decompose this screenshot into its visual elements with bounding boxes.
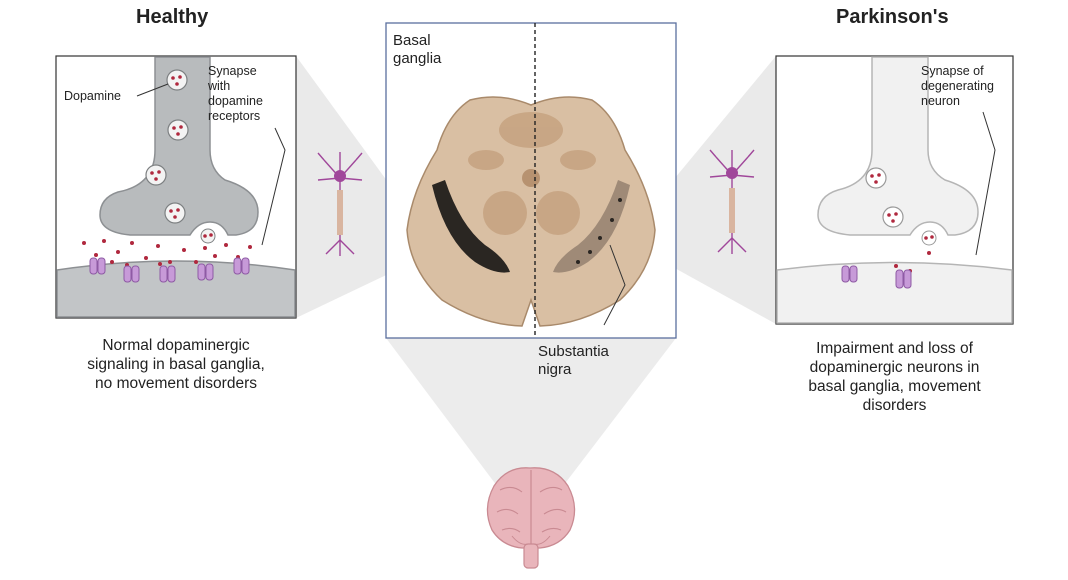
healthy-synapse-panel xyxy=(55,55,297,319)
receptor xyxy=(89,257,106,275)
dopamine-label: Dopamine xyxy=(64,89,121,103)
receptor xyxy=(159,265,176,283)
vesicle xyxy=(882,206,904,228)
healthy-title: Healthy xyxy=(136,6,209,28)
vesicle xyxy=(164,202,186,224)
degenerating-synapse-leader-line xyxy=(975,111,996,256)
basal-ganglia-panel xyxy=(385,22,677,339)
released-dopamine-dots xyxy=(82,239,252,267)
substantia-nigra-label: Substantia nigra xyxy=(538,343,609,378)
parkinsons-vesicles xyxy=(865,167,937,246)
receptor xyxy=(895,269,912,289)
basal-ganglia-label: Basal ganglia xyxy=(393,32,442,67)
receptor xyxy=(233,257,250,275)
receptor xyxy=(841,265,858,283)
healthy-neuron-icon xyxy=(317,152,363,256)
parkinsons-neuron-icon xyxy=(709,149,755,254)
parkinsons-presynaptic-terminal xyxy=(817,56,979,236)
parkinsons-caption: Impairment and loss of dopaminergic neur… xyxy=(808,340,981,414)
inner-structures xyxy=(468,112,596,235)
brain-illustration xyxy=(486,467,576,569)
parkinsons-receptors xyxy=(841,265,912,289)
vesicle xyxy=(167,119,189,141)
vesicle xyxy=(145,164,167,186)
parkinsons-title: Parkinson's xyxy=(836,6,949,28)
fusing-vesicle xyxy=(200,228,216,244)
healthy-synapse-label: Synapse with dopamine receptors xyxy=(208,64,263,123)
projection-cone-bottom xyxy=(386,338,676,490)
parkinsons-synapse-panel xyxy=(775,55,1014,325)
healthy-presynaptic-terminal xyxy=(99,56,259,236)
receptor xyxy=(197,263,214,281)
dopamine-leader-line xyxy=(136,83,169,97)
fusing-vesicle xyxy=(921,230,937,246)
receptor xyxy=(123,265,140,283)
vesicle xyxy=(865,167,887,189)
parkinsons-synapse-label: Synapse of degenerating neuron xyxy=(921,64,994,108)
substantia-nigra-healthy xyxy=(432,180,510,273)
healthy-vesicles xyxy=(145,69,216,244)
vesicle xyxy=(166,69,188,91)
dopamine-receptors xyxy=(89,257,250,283)
substantia-nigra-leader-line xyxy=(603,244,626,326)
synapse-leader-line xyxy=(261,127,286,246)
parkinsons-postsynaptic-membrane xyxy=(776,261,1013,324)
substantia-nigra-parkinsons xyxy=(553,180,630,273)
midbrain-section xyxy=(406,96,656,327)
healthy-caption: Normal dopaminergic signaling in basal g… xyxy=(87,337,265,392)
